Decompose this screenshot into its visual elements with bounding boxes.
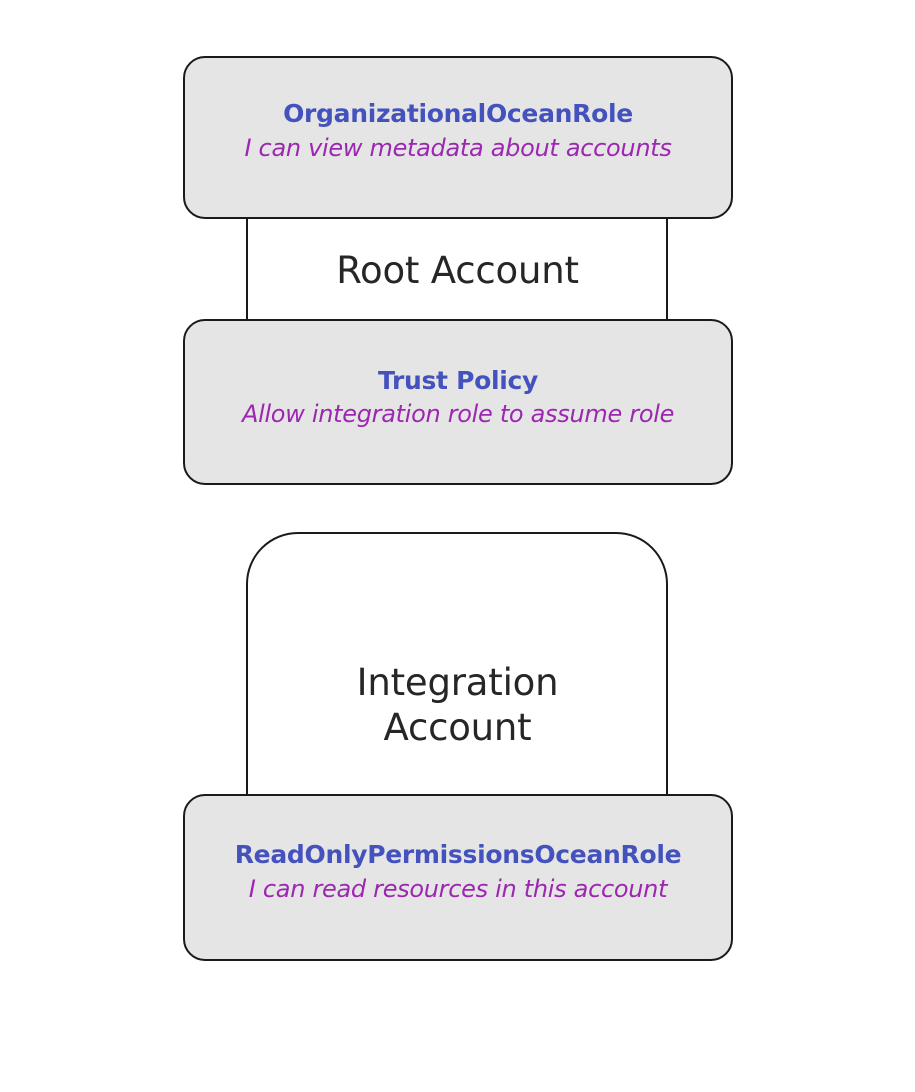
role-box-readonly-permissions-ocean-role[interactable]: ReadOnlyPermissionsOceanRole I can read … (183, 794, 733, 961)
integration-account-label-line1: Integration (356, 661, 559, 704)
role-box-trust-policy[interactable]: Trust Policy Allow integration role to a… (183, 319, 733, 485)
integration-account-label: Integration Account (0, 660, 915, 750)
role-title-readonly-permissions-ocean-role: ReadOnlyPermissionsOceanRole (234, 840, 682, 870)
role-box-organizational-ocean-role[interactable]: OrganizationalOceanRole I can view metad… (183, 56, 733, 219)
role-subtitle-trust-policy: Allow integration role to assume role (241, 400, 675, 429)
role-subtitle-readonly-permissions-ocean-role: I can read resources in this account (248, 874, 668, 903)
integration-account-label-line2: Account (383, 706, 532, 750)
role-title-trust-policy: Trust Policy (377, 365, 539, 395)
integration-account-container (246, 532, 668, 822)
role-title-organizational-ocean-role: OrganizationalOceanRole (283, 99, 633, 129)
role-subtitle-organizational-ocean-role: I can view metadata about accounts (244, 133, 672, 162)
root-account-label: Root Account (336, 249, 579, 292)
